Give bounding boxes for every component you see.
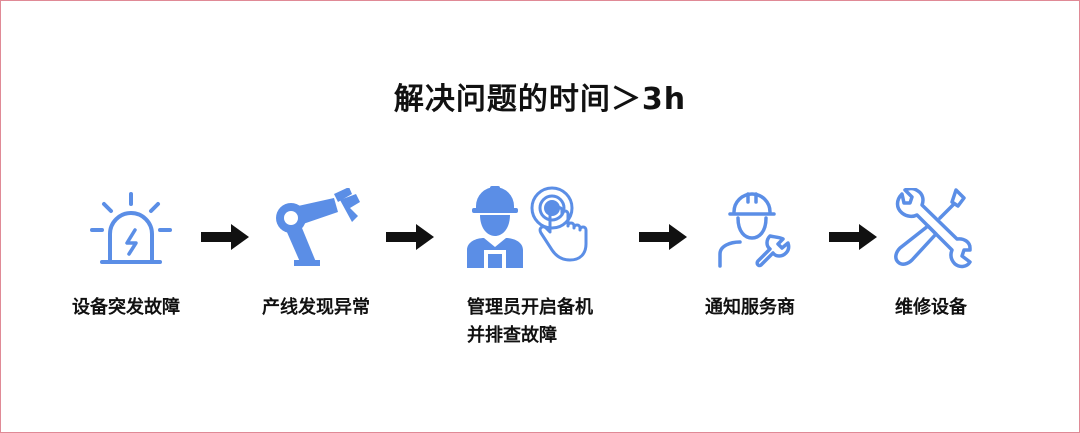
step-label-2: 产线发现异常 <box>262 297 370 318</box>
flow-arrow <box>639 224 687 254</box>
alarm-light-icon <box>90 190 172 270</box>
robot-arm-icon <box>272 188 372 268</box>
step-label-3-line2: 并排查故障 <box>467 325 557 346</box>
wrench-screwdriver-icon <box>892 188 972 270</box>
step-label-5: 维修设备 <box>895 297 967 318</box>
flow-arrow <box>386 224 434 254</box>
flow-arrow <box>829 224 877 254</box>
step-label-1: 设备突发故障 <box>72 297 180 318</box>
flow-arrow <box>201 224 249 254</box>
step-label-4: 通知服务商 <box>705 297 795 318</box>
worker-wrench-icon <box>714 188 796 270</box>
worker-press-button-icon <box>462 184 594 270</box>
step-label-3-line1: 管理员开启备机 <box>467 297 593 318</box>
diagram-title: 解决问题的时间＞3h <box>393 82 687 117</box>
